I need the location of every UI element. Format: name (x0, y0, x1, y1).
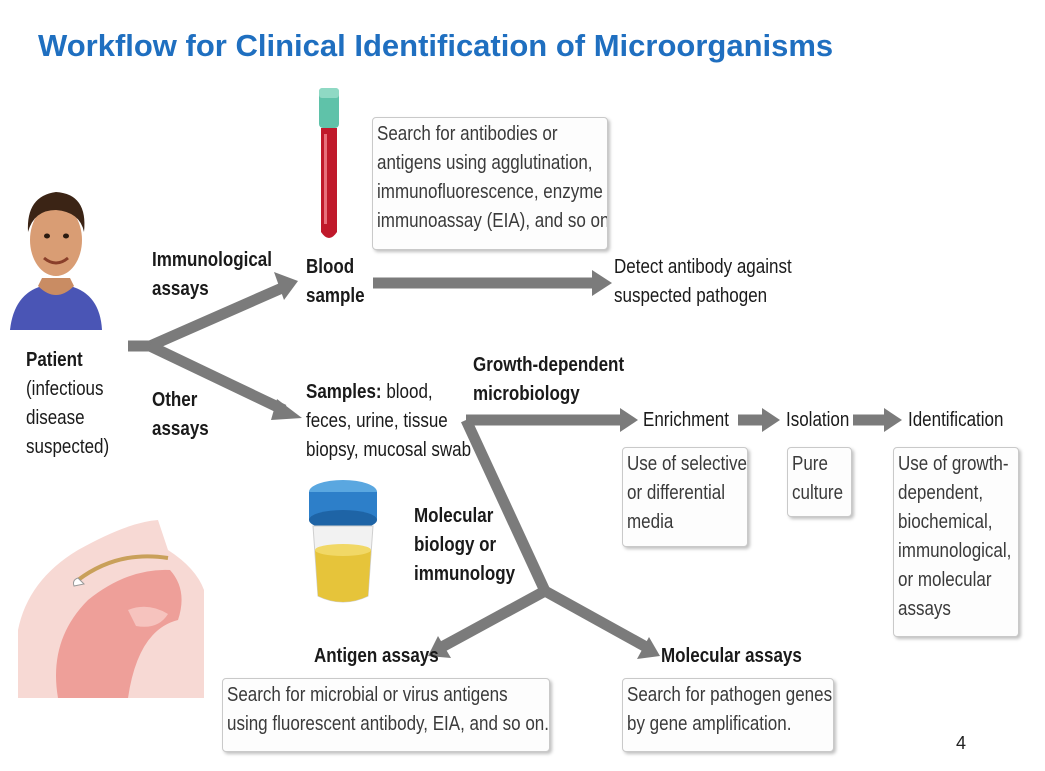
arrow-to-molecular (542, 586, 651, 653)
arrow-to-samples (147, 341, 287, 415)
page-title: Workflow for Clinical Identification of … (38, 28, 834, 63)
samples-label: Samples: blood, feces, urine, tissue bio… (306, 381, 472, 461)
molecular-biology-label: Molecular biology or immunology (414, 505, 516, 585)
molecular-box: Search for pathogen genes by gene amplif… (622, 678, 834, 752)
patient-face-icon (10, 192, 102, 330)
other-assays-label: Other assays (152, 389, 209, 440)
molecular-assays-label: Molecular assays (661, 645, 802, 667)
identification-label: Identification (908, 409, 1004, 431)
blood-sample-label: Blood sample (306, 256, 365, 307)
antigen-box: Search for microbial or virus antigens u… (222, 678, 550, 752)
enrichment-box: Use of selective or differential media (622, 447, 748, 547)
nasal-anatomy-icon (18, 520, 204, 698)
isolation-box: Pure culture (787, 447, 852, 517)
patient-label: Patient (infectious disease suspected) (26, 349, 110, 458)
blood-assay-box: Search for antibodies or antigens using … (372, 117, 608, 250)
growth-dependent-label: Growth-dependent microbiology (473, 354, 625, 405)
page-number: 4 (956, 733, 967, 753)
immunological-assays-label: Immunological assays (152, 249, 272, 300)
specimen-cup-icon (309, 480, 377, 603)
isolation-label: Isolation (786, 409, 850, 431)
antigen-assays-label: Antigen assays (314, 645, 439, 667)
blood-tube-icon (319, 88, 339, 238)
arrow-to-antigen (437, 586, 548, 653)
detect-antibody-label: Detect antibody against suspected pathog… (614, 256, 792, 307)
arrow-molecular-branch (461, 417, 550, 594)
identification-box: Use of growth- dependent, biochemical, i… (893, 447, 1019, 637)
enrichment-label: Enrichment (643, 409, 729, 431)
